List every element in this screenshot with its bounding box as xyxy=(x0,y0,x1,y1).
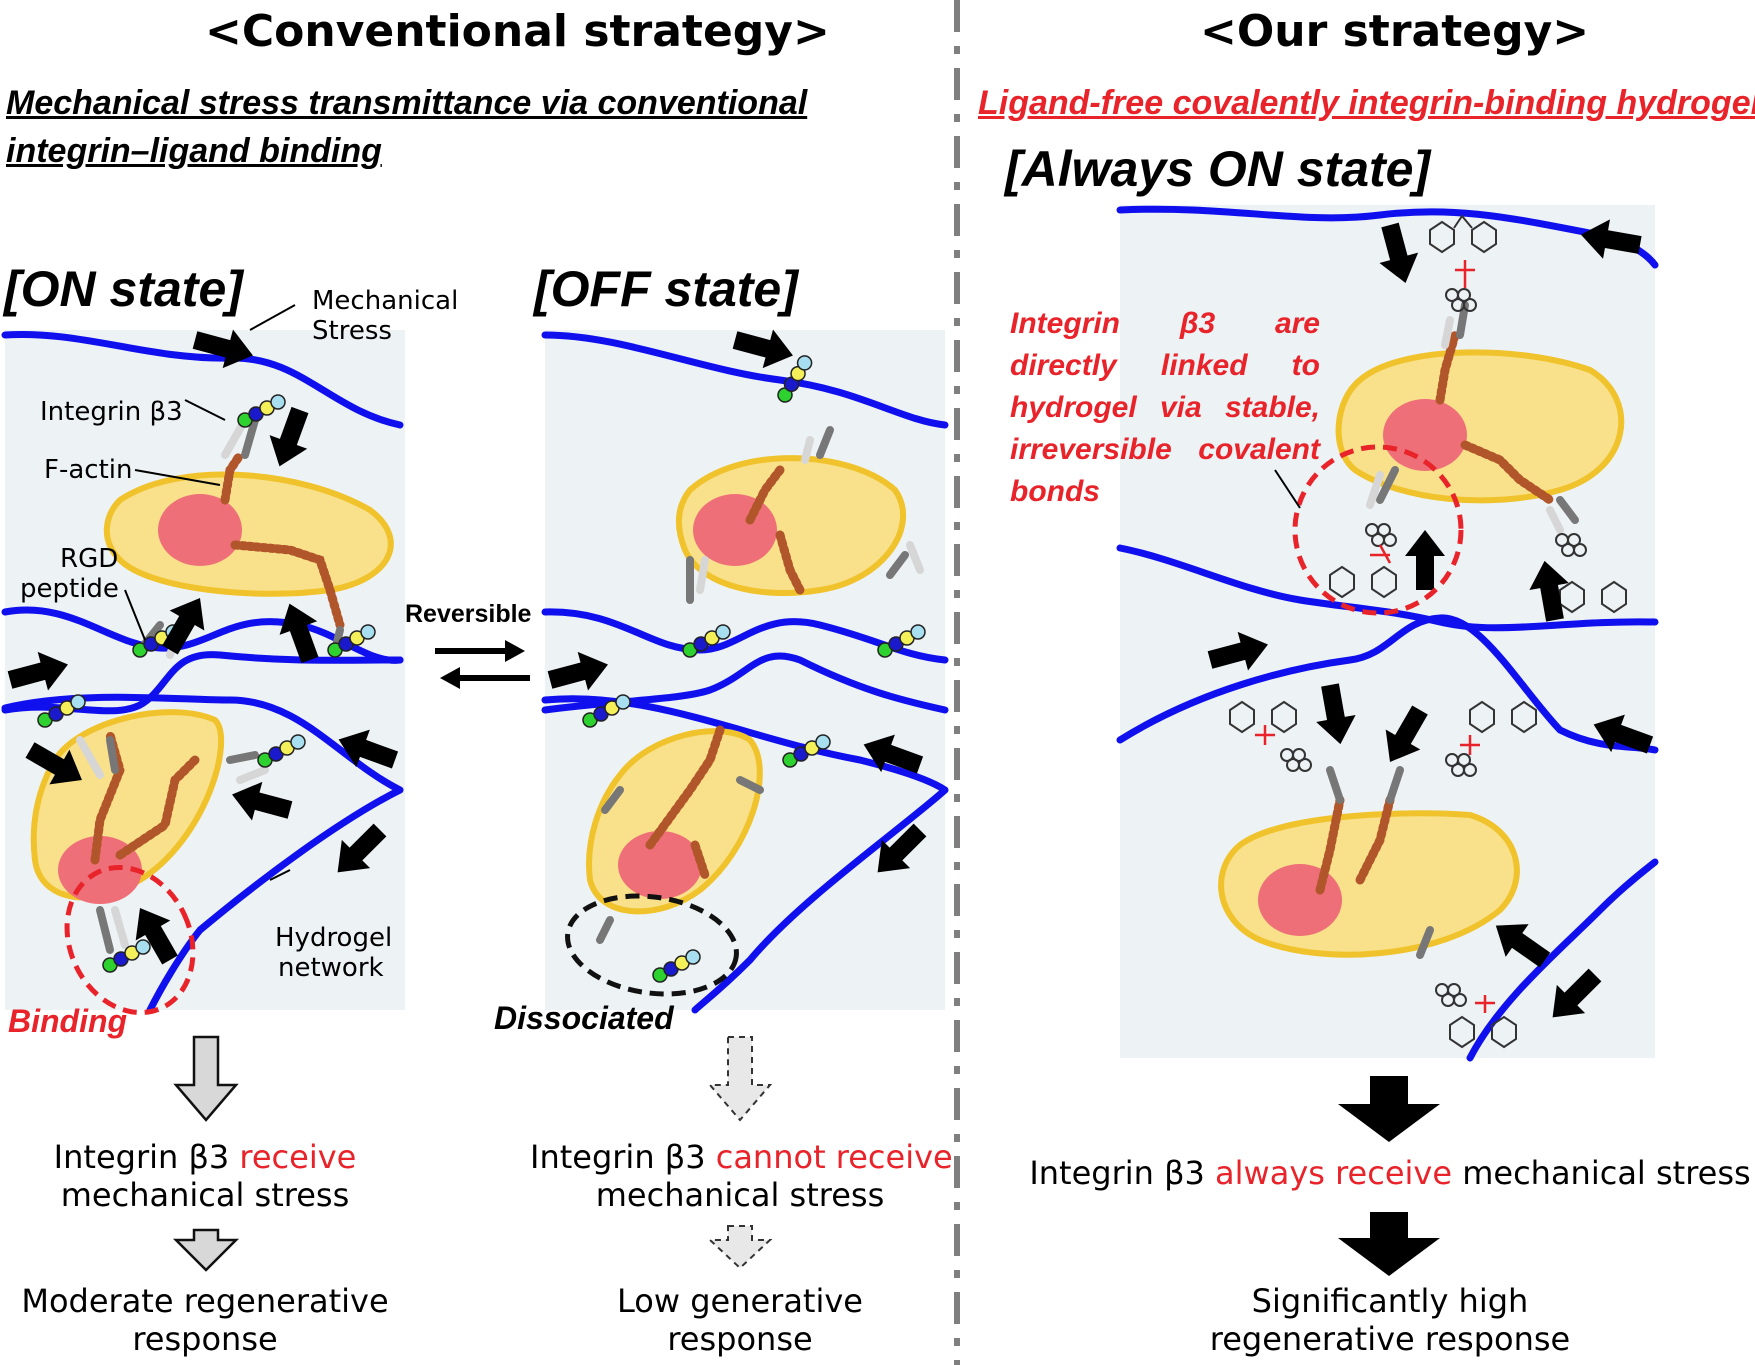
covalent-annotation: Integrin β3 are directly linked to hydro… xyxy=(1010,303,1320,513)
off-state-title: [OFF state] xyxy=(534,261,798,317)
always-response-line2: regenerative response xyxy=(1209,1320,1571,1358)
section-divider xyxy=(954,0,960,1365)
annotation-line: hydrogel via stable, xyxy=(1010,391,1320,424)
on-response-line2: response xyxy=(132,1320,278,1358)
annotation-line: bonds xyxy=(1010,475,1100,508)
right-subtitle: Ligand-free covalently integrin-binding … xyxy=(978,84,1755,122)
always-outcome-red: always receive xyxy=(1215,1154,1453,1192)
reversible-arrows xyxy=(435,640,530,689)
on-outcome-line2: mechanical stress xyxy=(60,1176,350,1214)
annotation-line: irreversible covalent xyxy=(1010,433,1320,466)
right-header: <Our strategy> xyxy=(1200,6,1590,57)
on-state-title: [ON state] xyxy=(4,261,243,317)
flow-arrows xyxy=(172,1035,1440,1276)
on-response: Moderate regenerative response xyxy=(0,1282,410,1358)
label-peptide: peptide xyxy=(20,574,119,604)
always-on-state-title: [Always ON state] xyxy=(1005,141,1431,197)
off-state-panel xyxy=(541,320,949,1014)
off-outcome-pre: Integrin β3 xyxy=(530,1138,716,1176)
label-f-actin: F-actin xyxy=(44,455,133,485)
label-dissociated: Dissociated xyxy=(494,1000,674,1036)
label-binding: Binding xyxy=(8,1003,128,1039)
always-outcome: Integrin β3 always receive mechanical st… xyxy=(1020,1154,1755,1192)
on-state-panel xyxy=(1,304,405,1016)
off-response-line2: response xyxy=(667,1320,813,1358)
always-on-panel xyxy=(1116,205,1659,1062)
label-integrin: Integrin β3 xyxy=(40,397,183,427)
always-outcome-pre: Integrin β3 xyxy=(1029,1154,1216,1192)
always-outcome-post: mechanical stress xyxy=(1452,1154,1751,1192)
off-outcome-line2: mechanical stress xyxy=(595,1176,885,1214)
on-outcome: Integrin β3 receive mechanical stress xyxy=(0,1138,410,1214)
annotation-line: Integrin β3 are xyxy=(1010,307,1320,340)
left-header: <Conventional strategy> xyxy=(205,6,830,57)
off-outcome: Integrin β3 cannot receive mechanical st… xyxy=(530,1138,953,1214)
label-network: network xyxy=(278,953,384,983)
label-rgd: RGD xyxy=(60,544,119,574)
on-outcome-red: receive xyxy=(239,1138,357,1176)
left-subtitle-line1: Mechanical stress transmittance via conv… xyxy=(6,84,808,122)
label-hydrogel: Hydrogel xyxy=(275,923,393,953)
label-mechanical: Mechanical xyxy=(312,286,459,316)
off-response-line1: Low generative xyxy=(617,1282,863,1320)
off-response: Low generative response xyxy=(530,1282,950,1358)
on-outcome-pre: Integrin β3 xyxy=(53,1138,240,1176)
left-subtitle-line2: integrin–ligand binding xyxy=(6,132,382,170)
label-reversible: Reversible xyxy=(405,600,532,628)
annotation-line: directly linked to xyxy=(1010,349,1320,382)
always-response: Significantly high regenerative response xyxy=(1120,1282,1660,1358)
off-outcome-red: cannot receive xyxy=(715,1138,953,1176)
always-response-line1: Significantly high xyxy=(1251,1282,1529,1320)
label-stress: Stress xyxy=(312,316,392,346)
on-response-line1: Moderate regenerative xyxy=(21,1282,389,1320)
dbco-triazole-structures xyxy=(1229,214,1627,1049)
